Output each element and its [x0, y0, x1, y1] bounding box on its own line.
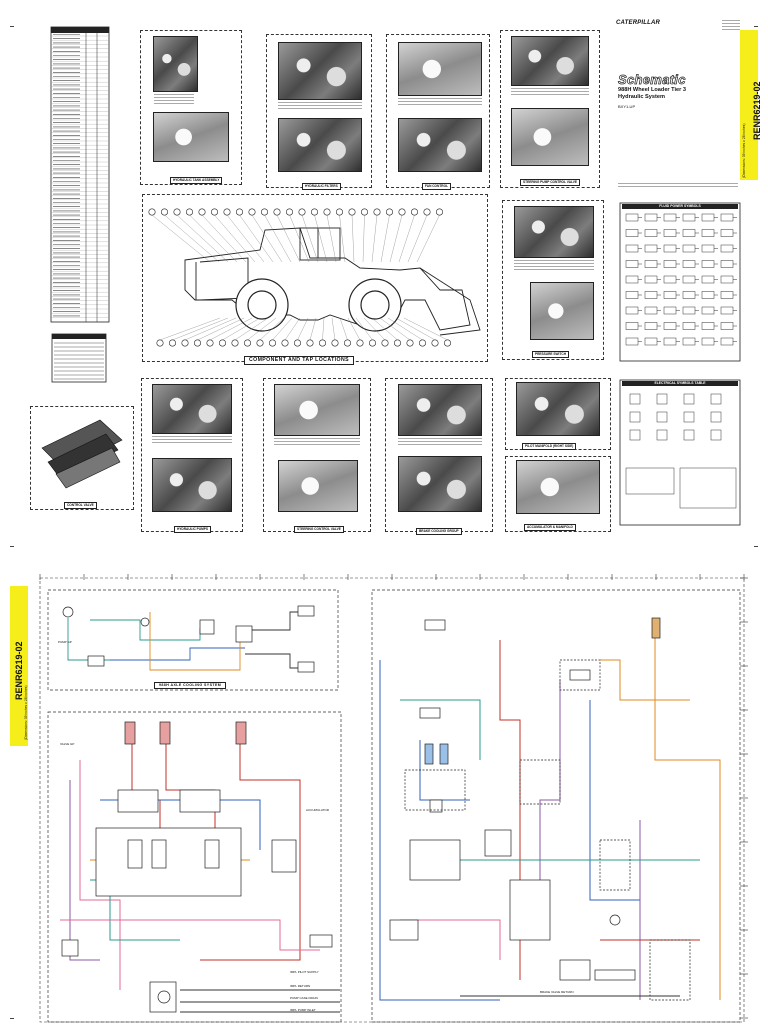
caption-filters: HYDRAULIC FILTERS [302, 183, 341, 190]
photo-notes-8 [398, 438, 482, 446]
photo-brake-cool-1 [398, 384, 482, 436]
photo-tank-1 [153, 36, 198, 92]
section-cooling-system: 988H AXLE COOLING SYSTEM [154, 682, 227, 689]
panel-accumulator [505, 456, 611, 532]
caption-hydraulic-pumps: HYDRAULIC PUMPS [174, 526, 211, 533]
photo-pressure-2 [530, 282, 594, 340]
caption-control-valve: CONTROL VALVE [64, 502, 97, 509]
label-pump-inlet: IMPL PUMP INLET [290, 1008, 316, 1012]
caption-pressure-switch: PRESSURE SWITCH [532, 351, 569, 358]
caption-steering-pump: STEERING PUMP CONTROL VALVE [520, 179, 580, 186]
caption-brake-cooling: BRAKE COOLING GROUP [416, 528, 462, 535]
photo-notes-2 [278, 102, 362, 110]
brand-logo: CATERPILLAR [616, 20, 661, 26]
title-block: Schematic 988H Wheel Loader Tier 3 Hydra… [618, 72, 686, 109]
photo-notes-5 [514, 260, 594, 270]
label-brake-return: BRAKE VALVE RETURN [540, 990, 574, 994]
label-pump-gp: PUMP GP [58, 640, 72, 644]
photo-notes-3 [398, 98, 482, 106]
legend-electrical-title: ELECTRICAL SYMBOLS TABLE [622, 381, 738, 386]
title-fineprint [618, 183, 738, 187]
caption-accumulator: ACCUMULATOR & MANIFOLD [524, 524, 576, 531]
photo-notes-7 [274, 438, 360, 446]
header-meta [722, 20, 740, 30]
photo-steer-pump-2 [511, 108, 589, 166]
photo-pumps-2 [152, 458, 232, 512]
photo-steer-ctrl-2 [278, 460, 358, 512]
photo-pressure-1 [514, 206, 594, 258]
page-title: Schematic [618, 72, 686, 88]
panel-steering-pump [500, 30, 600, 188]
photo-pumps-1 [152, 384, 232, 434]
label-accumulator: ACCUMULATOR [306, 808, 329, 812]
label-valve-gp: VALVE GP [60, 742, 75, 746]
caption-hydraulic-tank: HYDRAULIC TANK ASSEMBLY [170, 177, 223, 184]
legend-fluid-title: FLUID POWER SYMBOLS [622, 204, 738, 209]
label-case-drain: PUMP CASE DRAIN [290, 996, 318, 1000]
panel-hydraulic-tank [140, 30, 242, 185]
photo-notes-1 [154, 94, 194, 106]
title-model: 988H Wheel Loader Tier 3 [618, 87, 686, 93]
section-component-locations: COMPONENT AND TAP LOCATIONS [244, 356, 354, 365]
photo-steer-pump-1 [511, 36, 589, 86]
photo-pilot-manifold [516, 382, 600, 436]
label-impl-return: IMPL RETURN [290, 984, 311, 988]
photo-filters-2 [278, 118, 362, 172]
serial-prefix: BXY1-UP [618, 104, 636, 109]
panel-control-valve [30, 406, 134, 510]
photo-filters-1 [278, 42, 362, 100]
photo-notes-6 [152, 436, 232, 444]
caption-steering-control: STEERING CONTROL VALVE [294, 526, 344, 533]
caption-fan-control: FAN CONTROL [422, 183, 452, 190]
doc-tab-bottom [10, 586, 28, 746]
title-system: Hydraulic System [618, 93, 665, 100]
doc-tab-top [740, 30, 758, 180]
label-pilot-supply: IMPL PILOT SUPPLY [290, 970, 319, 974]
photo-notes-4 [511, 88, 589, 96]
photo-tank-2 [153, 112, 229, 162]
photo-accumulator [516, 460, 600, 514]
photo-fan-1 [398, 42, 482, 96]
caption-pilot-manifold: PILOT MANIFOLD (RIGHT SIDE) [522, 443, 577, 450]
photo-fan-2 [398, 118, 482, 172]
photo-steer-ctrl-1 [274, 384, 360, 436]
photo-brake-cool-2 [398, 456, 482, 512]
panel-pressure-switch [502, 200, 604, 360]
